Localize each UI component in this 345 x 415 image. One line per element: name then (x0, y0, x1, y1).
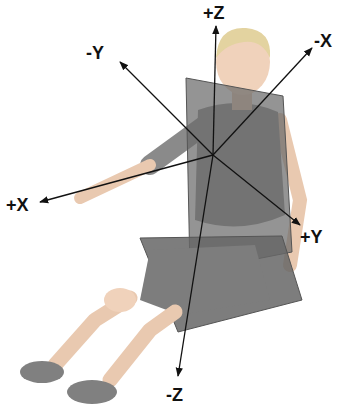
hair (216, 28, 270, 58)
axis-line (40, 155, 213, 202)
knee (104, 288, 136, 312)
axis-label: -Y (86, 44, 104, 62)
axis-line (120, 62, 213, 155)
leg (110, 312, 175, 380)
shorts (140, 245, 270, 315)
axis-label: -Z (166, 386, 183, 404)
axis-line (213, 48, 312, 155)
axis-label: +Z (203, 4, 225, 22)
axis-line (178, 155, 213, 376)
shoe (20, 361, 64, 383)
axis-line (213, 155, 300, 225)
axis-label: +X (6, 196, 29, 214)
shoe (67, 380, 117, 404)
axis-label: +Y (300, 228, 323, 246)
axis-label: -X (314, 32, 332, 50)
axes (40, 26, 312, 376)
axis-line (213, 26, 216, 155)
